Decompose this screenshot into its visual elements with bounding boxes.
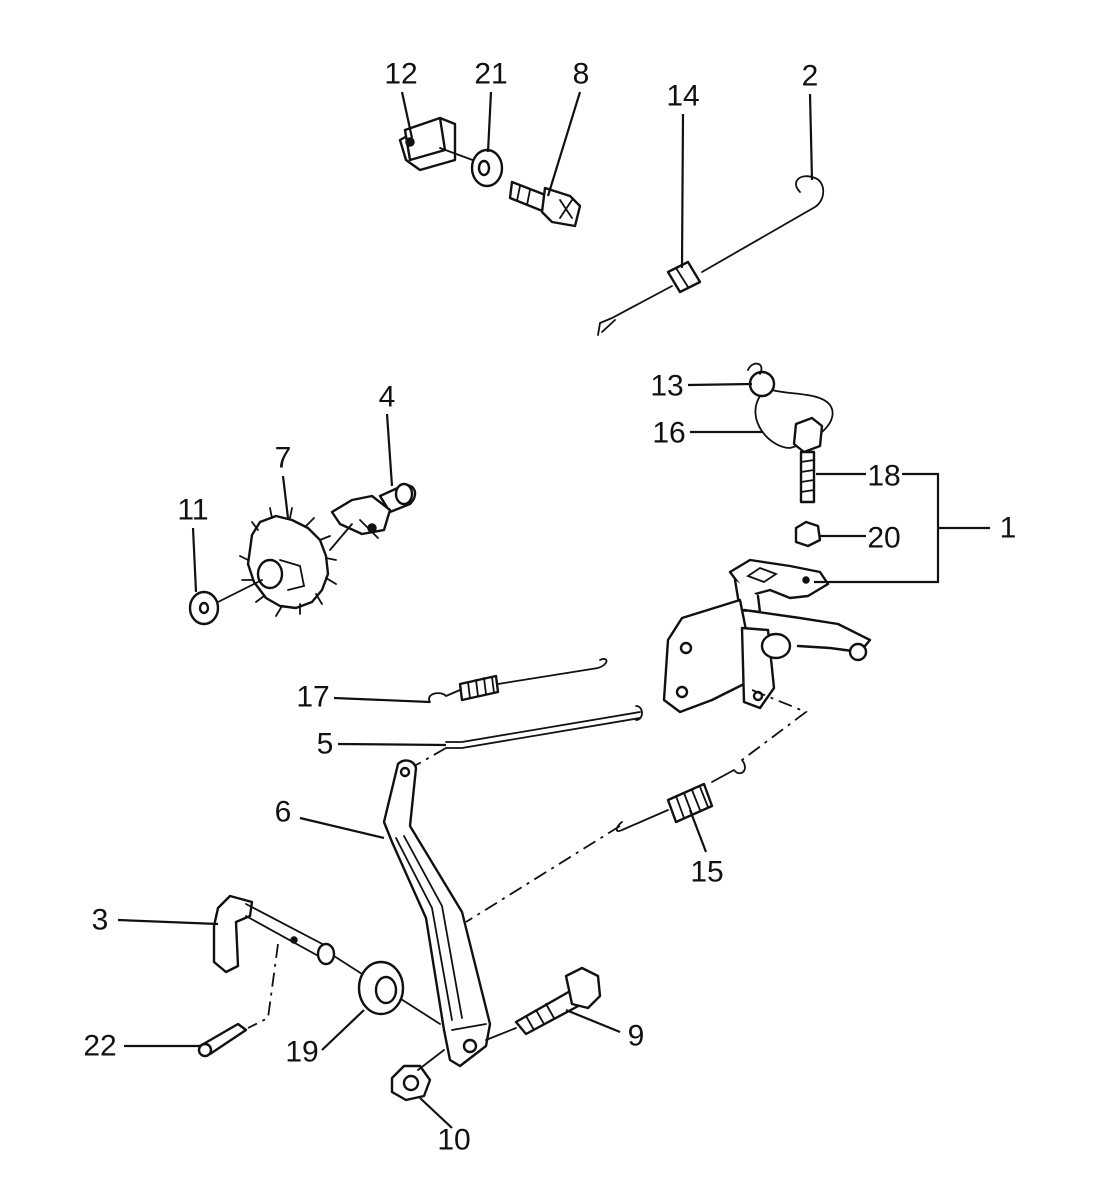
- part-1-lever-housing: [662, 558, 872, 714]
- callout-1: 1: [1000, 512, 1017, 545]
- part-9-bolt: [485, 966, 602, 1041]
- part-5-link-rod: [403, 705, 643, 773]
- part-21-washer: [439, 147, 504, 188]
- part-10-nut: [390, 1049, 445, 1102]
- part-14-cable-sleeve: [666, 260, 702, 294]
- part-11-washer: [188, 579, 263, 626]
- part-4-shaft: [330, 482, 417, 539]
- part-17-spring: [428, 658, 608, 703]
- callout-2: 2: [802, 60, 819, 93]
- part-7-sprocket: [239, 507, 353, 617]
- part-22-cotter-pin: [197, 1022, 248, 1058]
- part-6-lever-arm: [382, 759, 492, 1068]
- callout-3: 3: [92, 904, 109, 937]
- callout-6: 6: [275, 796, 292, 829]
- callout-14: 14: [666, 80, 699, 113]
- callout-20: 20: [867, 522, 900, 555]
- part-19-washer: [357, 960, 405, 1016]
- part-15-spring: [465, 689, 808, 923]
- callout-22: 22: [83, 1030, 116, 1063]
- part-18-bolt: [792, 416, 824, 504]
- leader-lines: [117, 91, 990, 1129]
- part-3-pedal-shaft: [212, 894, 441, 1029]
- part-13-lockwire-loop: [747, 362, 776, 398]
- callout-labels: 12 21 8 14 2 13 16 18 20 1 4 7 11 17 5 6…: [83, 58, 1016, 1157]
- callout-17: 17: [296, 681, 329, 714]
- callout-21: 21: [474, 58, 507, 91]
- part-8-bolt: [508, 180, 582, 228]
- callout-5: 5: [317, 728, 334, 761]
- callout-9: 9: [628, 1020, 645, 1053]
- callout-19: 19: [285, 1036, 318, 1069]
- callout-7: 7: [275, 442, 292, 475]
- callout-12: 12: [384, 58, 417, 91]
- callout-11: 11: [177, 494, 208, 527]
- callout-13: 13: [650, 370, 683, 403]
- callout-18: 18: [867, 460, 900, 493]
- part-2-control-cable: [597, 175, 825, 336]
- callout-4: 4: [379, 381, 396, 414]
- callout-10: 10: [437, 1124, 470, 1157]
- part-20-nut: [794, 520, 822, 548]
- callout-8: 8: [573, 58, 590, 91]
- callout-15: 15: [690, 856, 723, 889]
- callout-16: 16: [652, 417, 685, 450]
